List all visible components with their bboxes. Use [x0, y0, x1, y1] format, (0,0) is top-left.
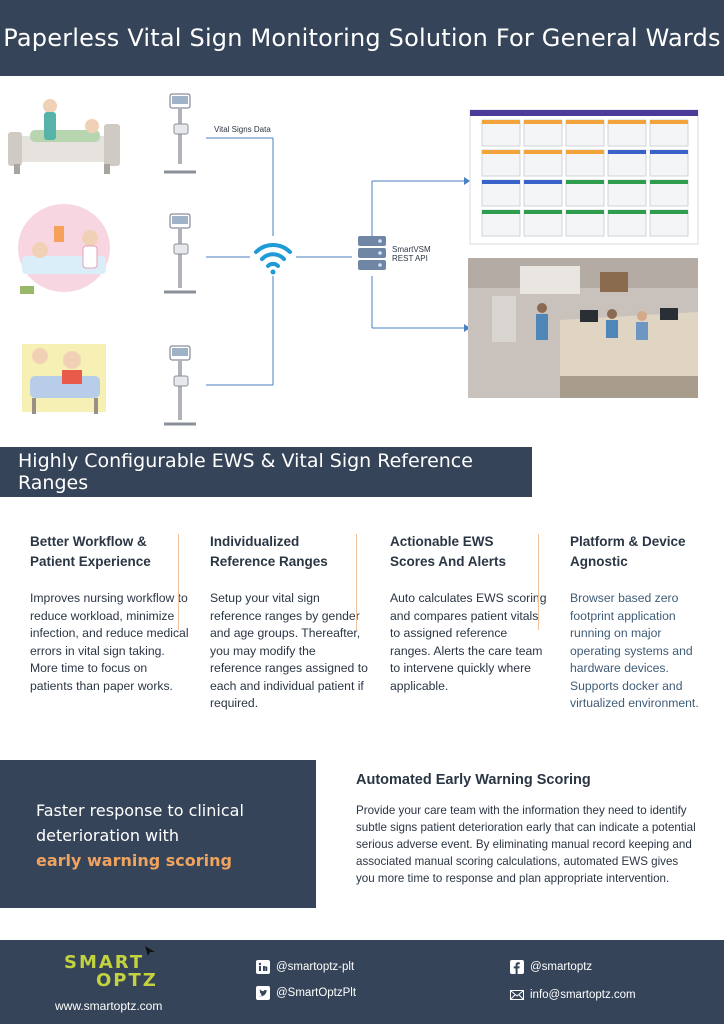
feature-title: Actionable EWS Scores And Alerts — [390, 532, 550, 572]
patient-illustration — [22, 344, 106, 414]
callout-highlight: early warning scoring — [36, 851, 232, 870]
logo-cursor-icon — [145, 946, 155, 956]
server-icon — [358, 236, 386, 270]
feature-title-line: Individualized — [210, 534, 300, 549]
feature-title-line: Scores And Alerts — [390, 554, 507, 569]
vital-sign-monitor — [164, 345, 196, 426]
feature-title-line: Reference Ranges — [210, 554, 328, 569]
logo-text-line: OPTZ — [96, 970, 158, 991]
facebook-icon — [510, 960, 524, 974]
feature-title-line: Actionable EWS — [390, 534, 494, 549]
linkedin-handle: @smartoptz-plt — [276, 961, 355, 973]
callout-line: deterioration with — [36, 826, 179, 845]
server-name: SmartVSM — [392, 245, 431, 254]
feature-title-line: Agnostic — [570, 554, 628, 569]
column-divider — [538, 534, 539, 630]
feature-title: Individualized Reference Ranges — [210, 532, 370, 572]
vital-signs-data-label: Vital Signs Data — [214, 125, 271, 134]
header-bar: Paperless Vital Sign Monitoring Solution… — [0, 0, 724, 76]
twitter-icon — [256, 986, 270, 1000]
twitter-handle: @SmartOptzPlt — [276, 987, 357, 999]
dashboard-card-grid — [481, 119, 689, 237]
feature-body: Browser based zero footprint application… — [570, 591, 699, 710]
feature-columns: Better Workflow & Patient Experience Imp… — [0, 532, 724, 732]
feature-title: Better Workflow & Patient Experience — [30, 532, 190, 572]
feature-title-line: Better Workflow & — [30, 534, 147, 549]
feature-title-line: Patient Experience — [30, 554, 151, 569]
email-link[interactable]: info@smartoptz.com — [510, 988, 636, 1002]
ews-dashboard-thumbnail — [469, 109, 699, 245]
feature-body: Auto calculates EWS scoring and compares… — [390, 591, 547, 693]
logo-text-line: SMART — [64, 952, 145, 973]
arrow-head — [464, 324, 470, 332]
feature-body: Setup your vital sign reference ranges b… — [210, 591, 368, 710]
linkedin-link[interactable]: @smartoptz-plt — [256, 960, 354, 974]
email-icon — [510, 988, 524, 1002]
email-address: info@smartoptz.com — [530, 989, 636, 1001]
vital-sign-monitor — [164, 213, 196, 294]
aews-section: Automated Early Warning Scoring Provide … — [356, 772, 696, 887]
feature-title-line: Platform & Device — [570, 534, 686, 549]
website-link[interactable]: www.smartoptz.com — [55, 999, 163, 1013]
server-label: SmartVSM REST API — [392, 245, 431, 263]
feature-title: Platform & Device Agnostic — [570, 532, 705, 572]
section-banner: Highly Configurable EWS & Vital Sign Ref… — [0, 447, 532, 497]
diagram-graphics — [8, 93, 699, 426]
page-title: Paperless Vital Sign Monitoring Solution… — [3, 24, 721, 52]
facebook-handle: @smartoptz — [530, 961, 593, 973]
feature-column: Better Workflow & Patient Experience Imp… — [30, 532, 190, 695]
feature-column: Actionable EWS Scores And Alerts Auto ca… — [390, 532, 550, 695]
twitter-link[interactable]: @SmartOptzPlt — [256, 986, 356, 1000]
system-diagram: Vital Signs Data SmartVSM REST API — [0, 76, 724, 446]
footer: SMART OPTZ www.smartoptz.com @smartoptz-… — [0, 940, 724, 1024]
column-divider — [178, 534, 179, 630]
arrow-head — [464, 177, 470, 185]
aews-body: Provide your care team with the informat… — [356, 804, 696, 885]
linkedin-icon — [256, 960, 270, 974]
aews-title: Automated Early Warning Scoring — [356, 772, 591, 788]
company-logo: SMART OPTZ — [64, 954, 158, 990]
facebook-link[interactable]: @smartoptz — [510, 960, 592, 974]
server-api: REST API — [392, 254, 428, 263]
feature-column: Platform & Device Agnostic Browser based… — [570, 532, 705, 713]
column-divider — [356, 534, 357, 630]
vital-sign-monitor — [164, 93, 196, 174]
feature-column: Individualized Reference Ranges Setup yo… — [210, 532, 370, 713]
nursing-station-illustration — [468, 258, 698, 398]
callout-line: Faster response to clinical — [36, 801, 244, 820]
wifi-icon — [254, 242, 292, 275]
connector-lines — [206, 137, 464, 386]
section-title: Highly Configurable EWS & Vital Sign Ref… — [18, 450, 473, 494]
patient-illustration — [18, 204, 110, 294]
patient-illustration — [8, 99, 120, 174]
callout-box: Faster response to clinical deterioratio… — [0, 760, 316, 908]
feature-body: Improves nursing workflow to reduce work… — [30, 591, 189, 693]
